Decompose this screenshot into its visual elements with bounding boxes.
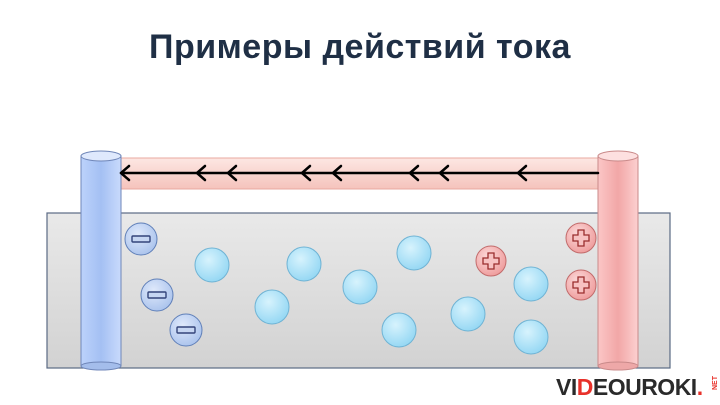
minus-icon bbox=[177, 327, 195, 333]
videouroki-logo: VIDEOUROKI.NET bbox=[556, 374, 703, 402]
anion bbox=[141, 279, 173, 311]
cation bbox=[476, 246, 506, 276]
minus-icon bbox=[148, 292, 166, 298]
neutral-particle bbox=[195, 248, 229, 282]
neutral-particle bbox=[451, 297, 485, 331]
neutral-particle bbox=[255, 290, 289, 324]
neutral-particle bbox=[343, 270, 377, 304]
cathode-electrode bbox=[81, 151, 121, 370]
neutral-particle bbox=[287, 247, 321, 281]
anion bbox=[170, 314, 202, 346]
minus-icon bbox=[132, 236, 150, 242]
neutral-particle bbox=[514, 320, 548, 354]
neutral-particle bbox=[397, 236, 431, 270]
anion bbox=[125, 223, 157, 255]
cation bbox=[566, 270, 596, 300]
anode-electrode bbox=[598, 151, 638, 370]
cation bbox=[566, 223, 596, 253]
neutral-particle bbox=[382, 313, 416, 347]
neutral-particle bbox=[514, 267, 548, 301]
